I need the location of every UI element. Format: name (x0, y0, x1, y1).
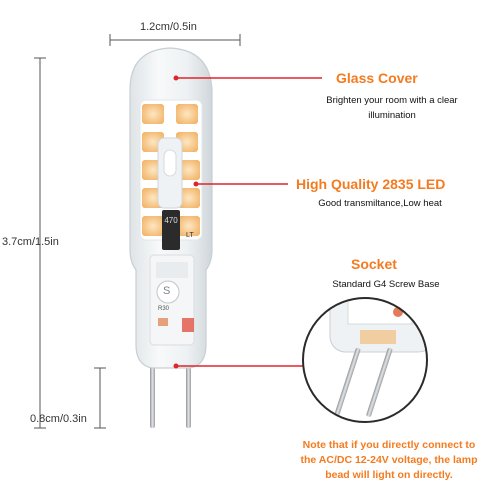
feature-title-led: High Quality 2835 LED (296, 176, 446, 192)
bulb-pins (150, 360, 191, 428)
led-chip (142, 104, 164, 124)
pin-length-label: 0.8cm/0.3in (30, 413, 87, 425)
feature-desc-led: Good transmiltance,Low heat (318, 198, 442, 209)
feature-desc-glass-cover-line1: Brighten your room with a clear (326, 95, 458, 106)
resistor (162, 210, 180, 250)
feature-desc-socket: Standard G4 Screw Base (332, 279, 440, 290)
width-dimension-label: 1.2cm/0.5in (140, 21, 197, 33)
resistor-marking: 470 (164, 216, 178, 225)
chip-marking: S (163, 285, 171, 297)
voltage-note-line2: the AC/DC 12-24V voltage, the lamp (300, 454, 478, 466)
feature-desc-glass-cover-line2: illumination (368, 110, 416, 121)
callout-lines (176, 77, 322, 367)
socket-zoom-circle (302, 297, 428, 423)
led-chip (178, 188, 200, 208)
side-marking: LT (186, 232, 194, 239)
voltage-note: Note that if you directly connect to the… (282, 438, 496, 483)
dimension-lines (34, 34, 241, 429)
board-marking: R30 (158, 306, 170, 312)
callout-dots (173, 75, 199, 369)
feature-title-socket: Socket (351, 256, 397, 272)
feature-title-glass-cover: Glass Cover (336, 70, 418, 86)
height-dimension-label: 3.7cm/1.5in (2, 236, 59, 248)
led-chip (176, 104, 198, 124)
voltage-note-line3: bead will light on directly. (325, 469, 453, 481)
led-chip (178, 160, 200, 180)
led-chip (142, 216, 164, 236)
led-chip (178, 216, 200, 236)
socket-chip-circle (156, 280, 180, 304)
voltage-note-line1: Note that if you directly connect to (302, 439, 476, 451)
